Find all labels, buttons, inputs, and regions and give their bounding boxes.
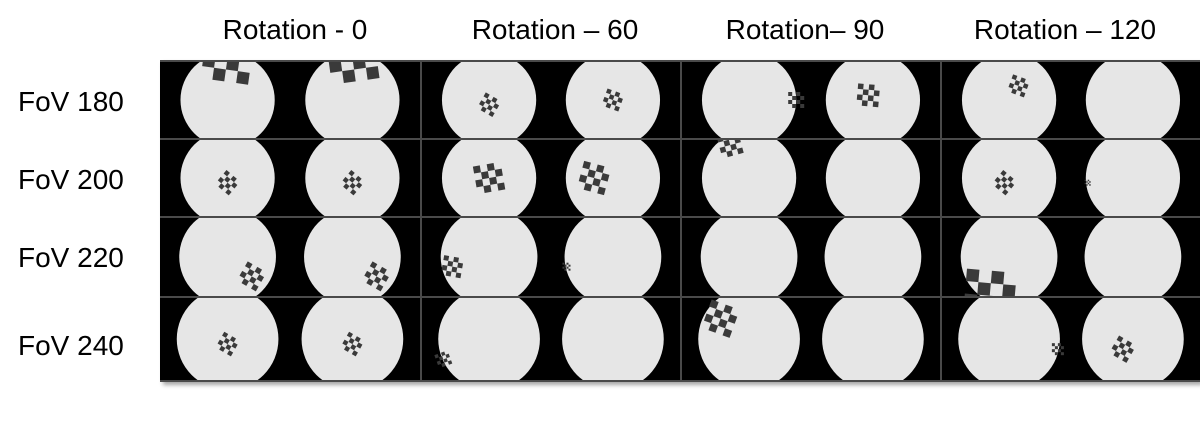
fisheye-cell-r2-c1 (160, 140, 420, 216)
checkerboard-pattern (856, 83, 880, 108)
checkerboard-pattern (716, 140, 744, 158)
column-header-rotation-60: Rotation – 60 (471, 14, 639, 45)
fisheye-disc (700, 218, 798, 296)
fisheye-disc (960, 218, 1058, 296)
fisheye-pair-image (698, 298, 924, 380)
checkerboard-pattern (342, 331, 363, 357)
checkerboard-pattern (994, 170, 1015, 196)
fisheye-disc (1084, 218, 1182, 296)
column-header-rotation-0: Rotation - 0 (222, 14, 368, 45)
fisheye-pair-image (434, 298, 664, 380)
checkerboard-pattern (217, 331, 238, 357)
checkerboard-pattern (328, 62, 380, 84)
fisheye-pair-image (179, 218, 401, 296)
fisheye-disc (565, 62, 661, 138)
checkerboard-pattern (217, 170, 238, 196)
checkerboard-pattern (364, 261, 389, 292)
fisheye-disc (565, 140, 661, 216)
checkerboard-pattern (788, 92, 805, 108)
checkerboard-pattern (963, 268, 1016, 296)
checkerboard-pattern (472, 162, 506, 194)
fisheye-pair-image (701, 62, 921, 138)
fisheye-disc (825, 140, 921, 216)
row-label-fov-200: FoV 200 (18, 164, 124, 195)
fisheye-pair-image (701, 140, 921, 216)
fisheye-pair-image (441, 140, 661, 216)
fisheye-pair-image (180, 140, 400, 216)
checkerboard-pattern (202, 62, 250, 85)
fisheye-cell-r1-c3 (682, 62, 940, 138)
image-grid (160, 60, 1200, 382)
row-label-fov-240: FoV 240 (18, 330, 124, 361)
checkerboard-pattern (602, 88, 623, 112)
fisheye-pair-image (440, 218, 662, 296)
fisheye-pair-image (961, 140, 1181, 216)
fisheye-pair-image (180, 62, 400, 138)
fisheye-disc (304, 218, 401, 296)
fisheye-cell-r2-c3 (682, 140, 940, 216)
checkerboard-pattern (1008, 74, 1029, 98)
fisheye-cell-r2-c2 (422, 140, 680, 216)
checkerboard-pattern (1111, 335, 1134, 363)
checkerboard-pattern (342, 170, 363, 196)
fisheye-pair-image (441, 62, 661, 138)
checkerboard-pattern (578, 160, 610, 196)
fisheye-disc (1085, 140, 1181, 216)
row-label-fov-180: FoV 180 (18, 86, 124, 117)
fisheye-disc (438, 298, 540, 380)
checkerboard-pattern (562, 262, 571, 271)
fisheye-cell-r4-c4 (942, 298, 1200, 380)
column-header-rotation-90: Rotation– 90 (725, 14, 885, 45)
fisheye-disc (822, 298, 924, 380)
fisheye-cell-r3-c1 (160, 218, 420, 296)
fisheye-disc (564, 218, 662, 296)
fisheye-cell-r3-c2 (422, 218, 680, 296)
fisheye-pair-image (176, 298, 404, 380)
fisheye-cell-r4-c1 (160, 298, 420, 380)
checkerboard-pattern (479, 92, 500, 118)
fisheye-disc (179, 218, 276, 296)
fisheye-cell-r3-c3 (682, 218, 940, 296)
checkerboard-pattern (441, 255, 464, 279)
fisheye-cell-r3-c4 (942, 218, 1200, 296)
fisheye-disc (824, 218, 922, 296)
fisheye-cell-r4-c2 (422, 298, 680, 380)
fisheye-cell-r1-c1 (160, 62, 420, 138)
checkerboard-pattern (1084, 179, 1091, 186)
checkerboard-pattern (1051, 343, 1064, 356)
fisheye-disc (701, 140, 797, 216)
fisheye-disc (305, 62, 400, 138)
fisheye-disc (1082, 298, 1184, 380)
checkerboard-pattern (703, 299, 738, 338)
fisheye-pair-image (960, 218, 1182, 296)
fisheye-disc (961, 62, 1057, 138)
fisheye-pair-image (700, 218, 922, 296)
fisheye-cell-r2-c4 (942, 140, 1200, 216)
fisheye-disc (958, 298, 1060, 380)
fisheye-disc (180, 62, 275, 138)
checkerboard-pattern (239, 261, 265, 292)
fisheye-cell-r1-c2 (422, 62, 680, 138)
fisheye-disc (1085, 62, 1181, 138)
row-label-fov-220: FoV 220 (18, 242, 124, 273)
column-header-rotation-120: Rotation – 120 (973, 14, 1157, 45)
fisheye-cell-r4-c3 (682, 298, 940, 380)
fisheye-disc (701, 62, 797, 138)
fisheye-cell-r1-c4 (942, 62, 1200, 138)
fisheye-pair-image (961, 62, 1181, 138)
fisheye-disc (440, 218, 538, 296)
fisheye-pair-image (958, 298, 1184, 380)
fisheye-disc (698, 298, 800, 380)
fisheye-disc (562, 298, 664, 380)
checkerboard-pattern (434, 351, 453, 368)
